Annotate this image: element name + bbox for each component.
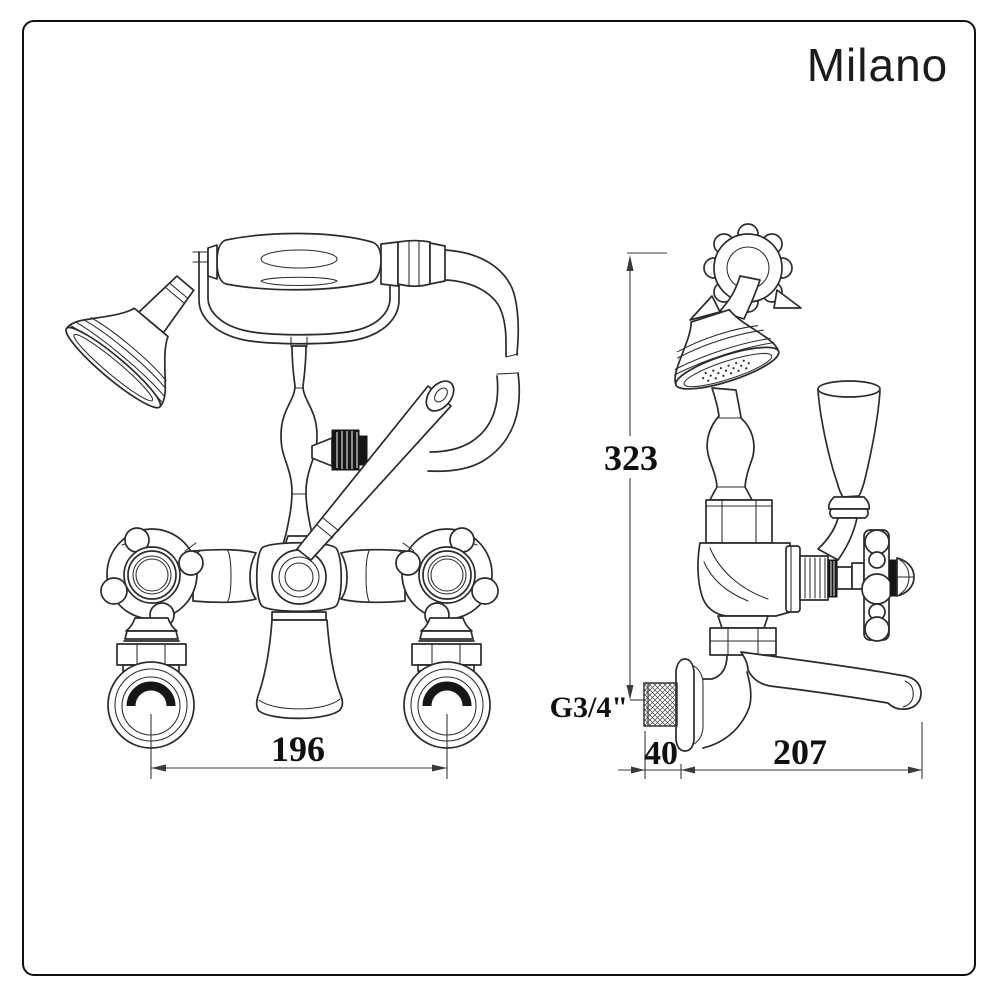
hose-outlet-nut	[311, 429, 368, 471]
side-wall-union-and-spout	[643, 651, 922, 752]
dim-323-label: 323	[604, 438, 658, 478]
handset-cradle	[192, 249, 406, 348]
brand-logo: Milano	[806, 39, 949, 91]
spray-nozzles	[702, 359, 750, 382]
dim-207-label: 207	[773, 732, 827, 772]
side-crosshead-handle	[861, 529, 915, 642]
dim-40-label: 40	[644, 735, 678, 772]
side-union-nut	[709, 615, 777, 656]
page-border	[22, 20, 976, 976]
handset-grip	[207, 232, 446, 291]
mixer-body-bar	[192, 548, 406, 604]
cradle-hook	[689, 223, 802, 321]
diverter-hub	[255, 535, 343, 613]
handset-shower-head	[65, 275, 195, 409]
side-column	[706, 387, 755, 501]
side-view: 323 G3/4" 40 207	[550, 223, 923, 779]
thread-size-label: G3/4"	[550, 691, 628, 724]
diverter-lever	[296, 380, 455, 561]
front-spout	[255, 611, 344, 720]
dimension-valve-centers: 196	[150, 714, 448, 779]
dimension-overall-height: 323	[604, 252, 667, 701]
dim-196-label: 196	[271, 729, 325, 769]
side-shower-head	[674, 308, 780, 390]
shower-hose	[427, 249, 521, 473]
dimension-wall-and-spout: 40 207	[618, 722, 923, 779]
front-view	[65, 232, 521, 749]
cold-valve-crosshead	[395, 527, 499, 691]
side-lever-handle	[817, 380, 881, 561]
